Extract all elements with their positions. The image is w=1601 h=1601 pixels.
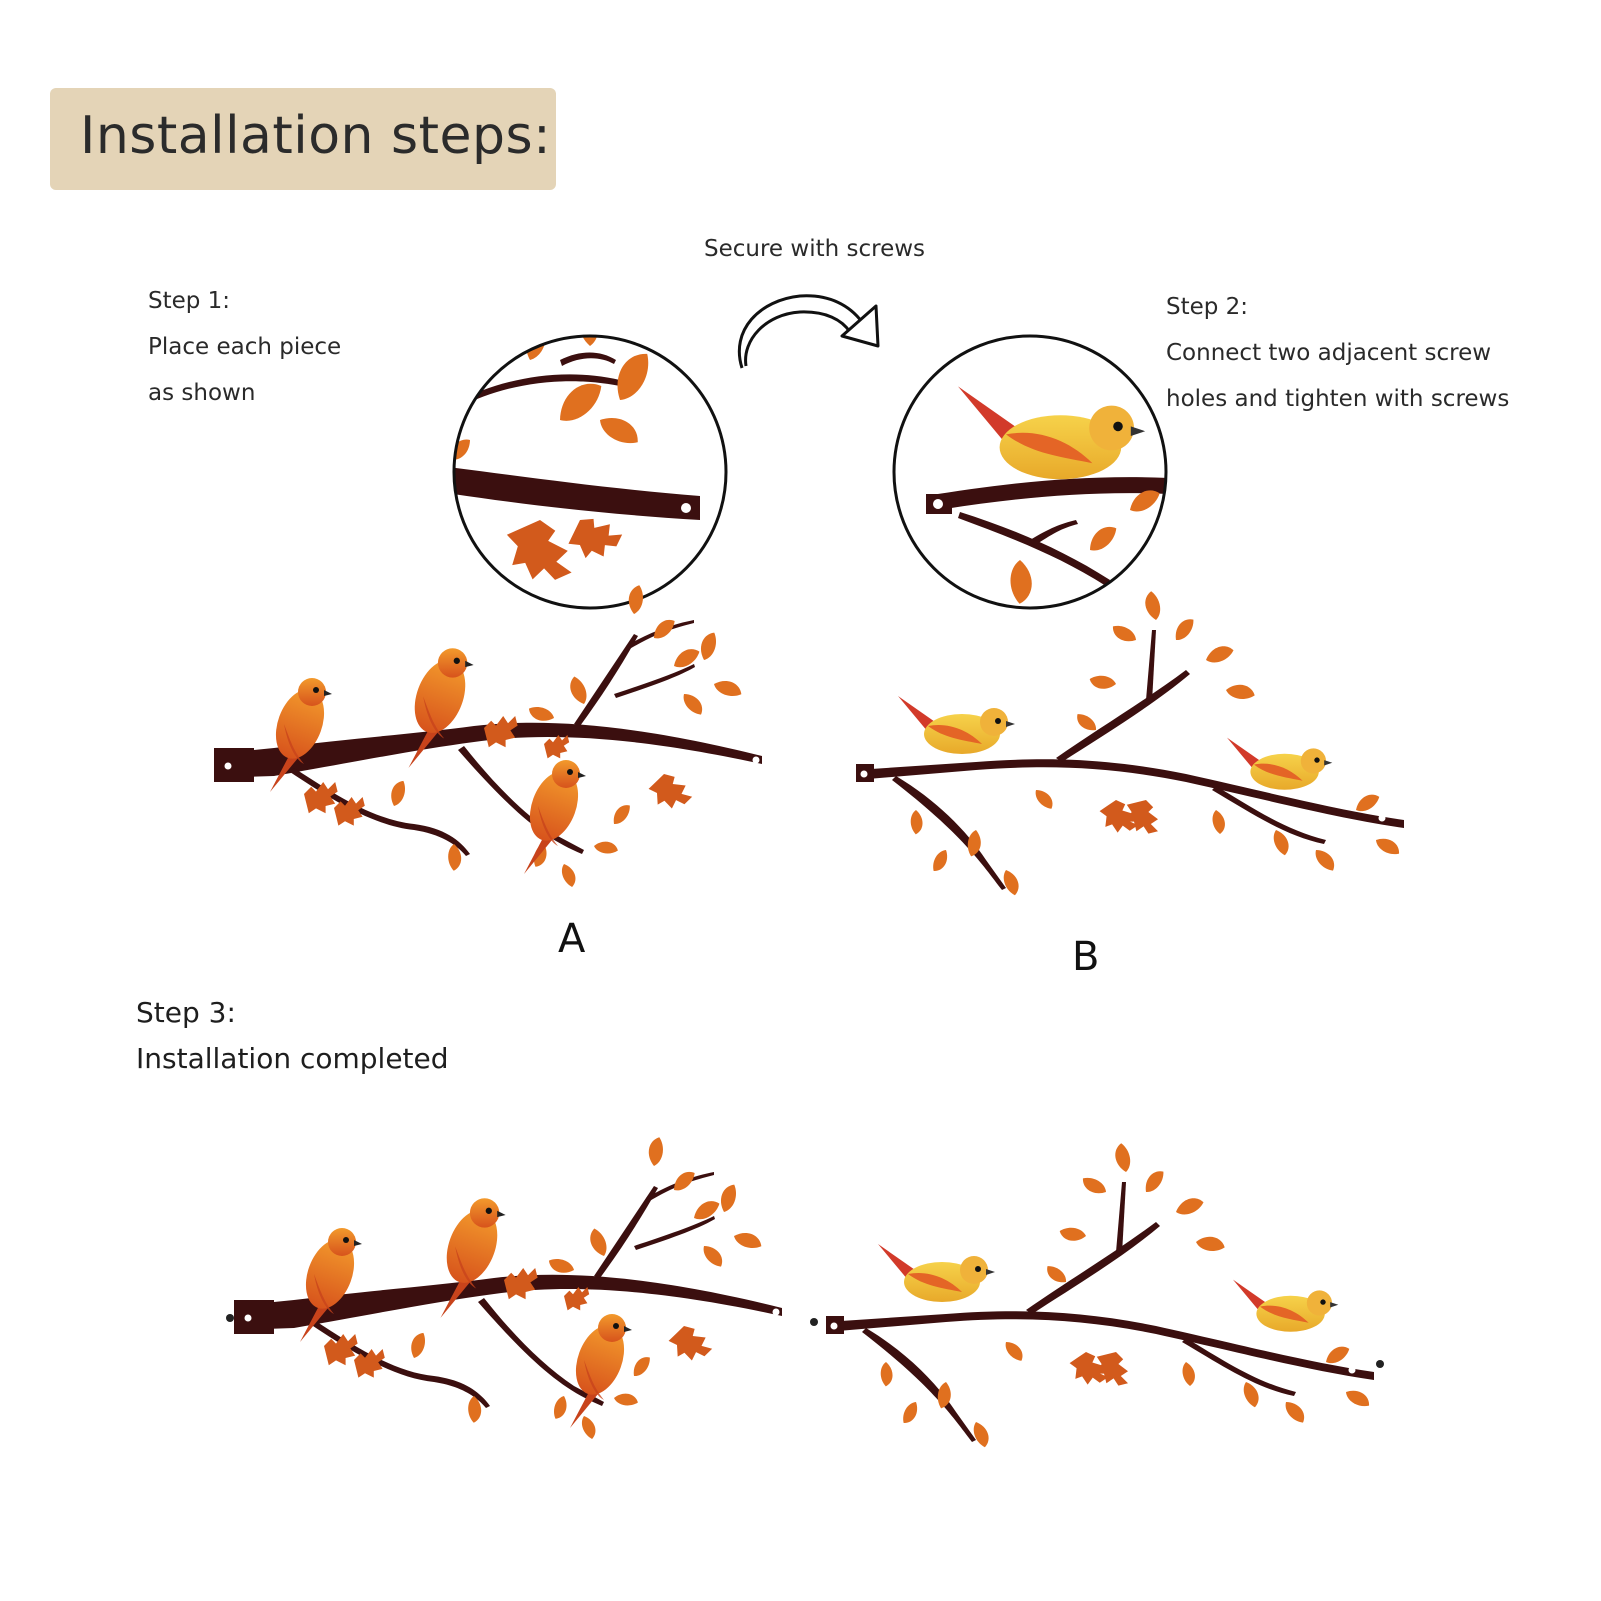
step3-line1: Installation completed bbox=[136, 1042, 449, 1075]
completed-assembly bbox=[226, 1135, 1384, 1448]
piece-a-label: A bbox=[558, 916, 586, 962]
step1-line2: as shown bbox=[148, 380, 256, 406]
bird-icon bbox=[521, 760, 587, 874]
piece-b-label: B bbox=[1072, 934, 1100, 980]
bird-icon bbox=[898, 696, 1015, 754]
page-title: Installation steps: bbox=[80, 106, 552, 166]
bird-icon bbox=[878, 1244, 995, 1302]
curved-arrow-icon bbox=[737, 294, 880, 369]
bird-icon bbox=[1233, 1279, 1339, 1332]
step3-heading: Step 3: bbox=[136, 996, 236, 1029]
bird-icon bbox=[1227, 737, 1333, 790]
title-banner: Installation steps: bbox=[50, 88, 556, 190]
step1-heading: Step 1: bbox=[148, 288, 231, 314]
step2-heading: Step 2: bbox=[1166, 294, 1249, 320]
arrow-caption: Secure with screws bbox=[704, 236, 926, 262]
zoom-circle-icon bbox=[452, 334, 728, 610]
zoom-circle-icon bbox=[892, 334, 1168, 610]
bird-icon bbox=[567, 1314, 633, 1428]
step2-line2: holes and tighten with screws bbox=[1166, 386, 1510, 412]
step1-line1: Place each piece bbox=[148, 334, 342, 360]
step2-line1: Connect two adjacent screw bbox=[1166, 340, 1492, 366]
